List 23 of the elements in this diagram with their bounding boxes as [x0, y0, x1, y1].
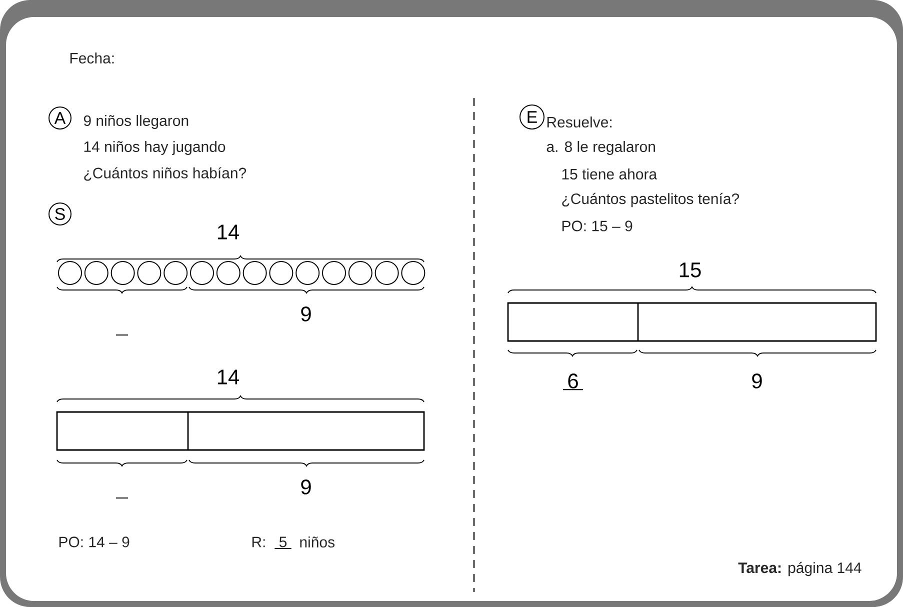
text-label: 9 niños llegaron [84, 115, 188, 129]
text-label: ¿Cuántos pastelitos tenía? [562, 192, 740, 208]
circled-letter: E [520, 104, 544, 130]
text-label: PO: 15 – 9 [562, 220, 632, 232]
text-label: ¿Cuántos niños habían? [84, 167, 246, 181]
text-label: Tarea: página 144 [738, 562, 862, 576]
text-label: 15 tiene ahora [562, 168, 658, 180]
text-label: 14 niños hay jugando [84, 141, 226, 155]
text-label: 15 [680, 262, 701, 278]
underlined-answer: 6 [562, 374, 584, 390]
text-label: 14 [218, 224, 240, 240]
text-label: PO: 14 – 9 [59, 536, 130, 548]
text-label: R: [252, 536, 265, 548]
underlined-answer: 5 [274, 536, 292, 549]
text-label: a. 8 le regalaron [546, 141, 655, 155]
text-label: 9 [752, 374, 762, 388]
text-label: Fecha: [70, 52, 114, 64]
text-label: 9 [301, 480, 311, 494]
circled-letter: A [48, 106, 72, 130]
text-label: 9 [301, 306, 311, 322]
text-label: niños [300, 536, 334, 548]
circled-letter: S [48, 202, 72, 226]
text-label: 14 [218, 370, 240, 384]
